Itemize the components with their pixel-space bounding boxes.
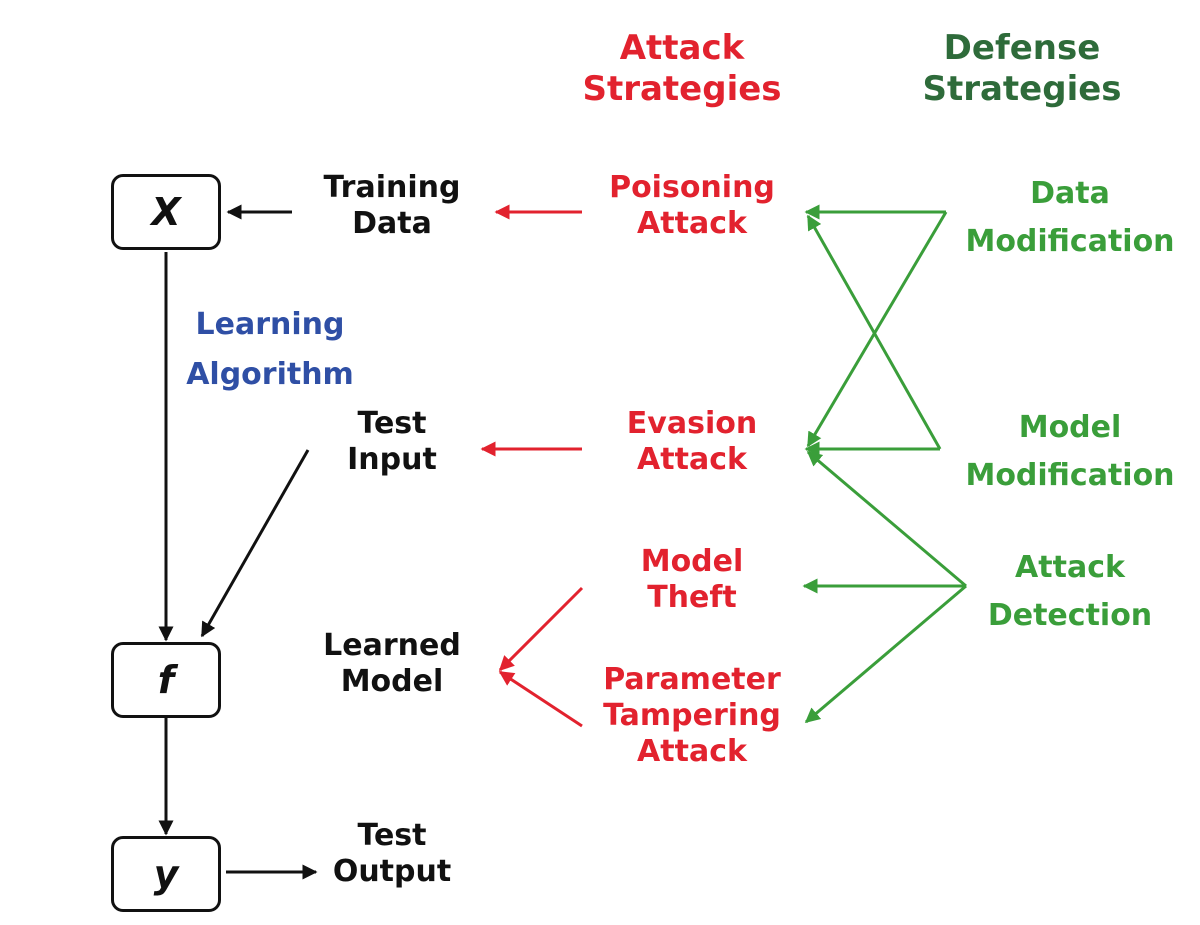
data-modification-label: Data Modification	[965, 176, 1175, 259]
y-box-label: y	[153, 852, 179, 896]
arrow-parameter-tampering-to-learned-model	[498, 670, 583, 728]
f-box: f	[111, 642, 221, 718]
model-modification-label: Model Modification	[965, 410, 1175, 493]
x-box: X	[111, 174, 221, 250]
f-box-label: f	[157, 658, 175, 702]
learned-model-label: Learned Model	[323, 628, 461, 699]
test-input-label: Test Input	[347, 406, 437, 477]
defense-strategies-header: Defense Strategies	[922, 28, 1122, 109]
arrow-test-input-to-f	[200, 449, 310, 638]
poisoning-attack-label: Poisoning Attack	[609, 170, 775, 241]
learning-algorithm-label: Learning Algorithm	[186, 307, 354, 392]
arrow-model-modification-to-poisoning	[806, 214, 942, 450]
training-data-label: Training Data	[323, 170, 461, 241]
attack-strategies-header: Attack Strategies	[582, 28, 782, 109]
attack-detection-label: Attack Detection	[987, 550, 1153, 633]
model-theft-label: Model Theft	[640, 544, 744, 615]
y-box: y	[111, 836, 221, 912]
arrow-model-theft-to-learned-model	[498, 586, 584, 672]
arrow-data-modification-to-evasion	[806, 211, 948, 448]
x-box-label: X	[151, 190, 181, 234]
arrow-attack-detection-to-parameter-tampering	[804, 584, 967, 724]
parameter-tampering-attack-label: Parameter Tampering Attack	[603, 662, 781, 769]
test-output-label: Test Output	[332, 818, 452, 889]
arrow-attack-detection-to-evasion	[806, 450, 967, 588]
evasion-attack-label: Evasion Attack	[626, 406, 758, 477]
